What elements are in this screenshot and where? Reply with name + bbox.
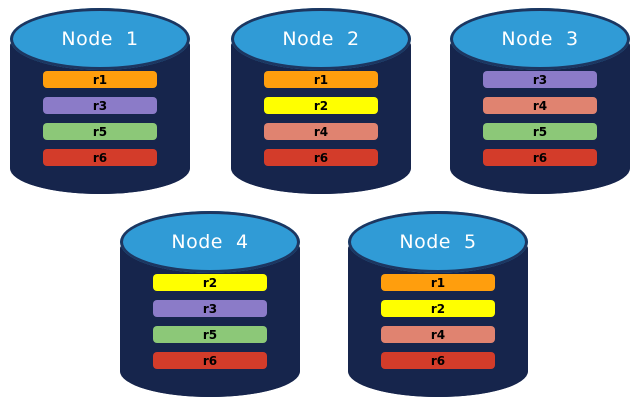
cylinder-top-ellipse — [10, 8, 190, 70]
replica-bar-r3[interactable]: r3 — [153, 300, 267, 317]
cylinder-top-ellipse — [120, 211, 300, 273]
replica-bar-r5[interactable]: r5 — [483, 123, 597, 140]
replica-list: r1 r3 r5 r6 — [43, 71, 157, 166]
node-title: Node 2 — [282, 28, 360, 50]
cylinder-top-ellipse — [450, 8, 630, 70]
replica-bar-r3[interactable]: r3 — [483, 71, 597, 88]
replica-bar-r5[interactable]: r5 — [153, 326, 267, 343]
replica-bar-r4[interactable]: r4 — [264, 123, 378, 140]
replica-bar-r6[interactable]: r6 — [153, 352, 267, 369]
replica-bar-r5[interactable]: r5 — [43, 123, 157, 140]
replica-bar-r4[interactable]: r4 — [483, 97, 597, 114]
replica-bar-r6[interactable]: r6 — [264, 149, 378, 166]
replica-list: r1 r2 r4 r6 — [381, 274, 495, 369]
replica-bar-r1[interactable]: r1 — [43, 71, 157, 88]
cylinder-top-ellipse — [231, 8, 411, 70]
replica-bar-r2[interactable]: r2 — [153, 274, 267, 291]
node-title: Node 5 — [399, 231, 477, 253]
node-cylinder-5[interactable]: Node 5 r1 r2 r4 r6 — [348, 211, 528, 397]
replica-bar-r6[interactable]: r6 — [381, 352, 495, 369]
replica-bar-r6[interactable]: r6 — [483, 149, 597, 166]
node-title: Node 1 — [61, 28, 139, 50]
replica-bar-r1[interactable]: r1 — [381, 274, 495, 291]
replica-bar-r2[interactable]: r2 — [381, 300, 495, 317]
replica-bar-r6[interactable]: r6 — [43, 149, 157, 166]
replica-bar-r1[interactable]: r1 — [264, 71, 378, 88]
replica-bar-r2[interactable]: r2 — [264, 97, 378, 114]
node-cylinder-4[interactable]: Node 4 r2 r3 r5 r6 — [120, 211, 300, 397]
node-cylinder-1[interactable]: Node 1 r1 r3 r5 r6 — [10, 8, 190, 194]
node-title: Node 3 — [501, 28, 579, 50]
node-cylinder-2[interactable]: Node 2 r1 r2 r4 r6 — [231, 8, 411, 194]
replica-list: r3 r4 r5 r6 — [483, 71, 597, 166]
replica-bar-r4[interactable]: r4 — [381, 326, 495, 343]
replica-bar-r3[interactable]: r3 — [43, 97, 157, 114]
replica-list: r1 r2 r4 r6 — [264, 71, 378, 166]
node-cylinder-3[interactable]: Node 3 r3 r4 r5 r6 — [450, 8, 630, 194]
replica-list: r2 r3 r5 r6 — [153, 274, 267, 369]
node-title: Node 4 — [171, 231, 249, 253]
cylinder-top-ellipse — [348, 211, 528, 273]
